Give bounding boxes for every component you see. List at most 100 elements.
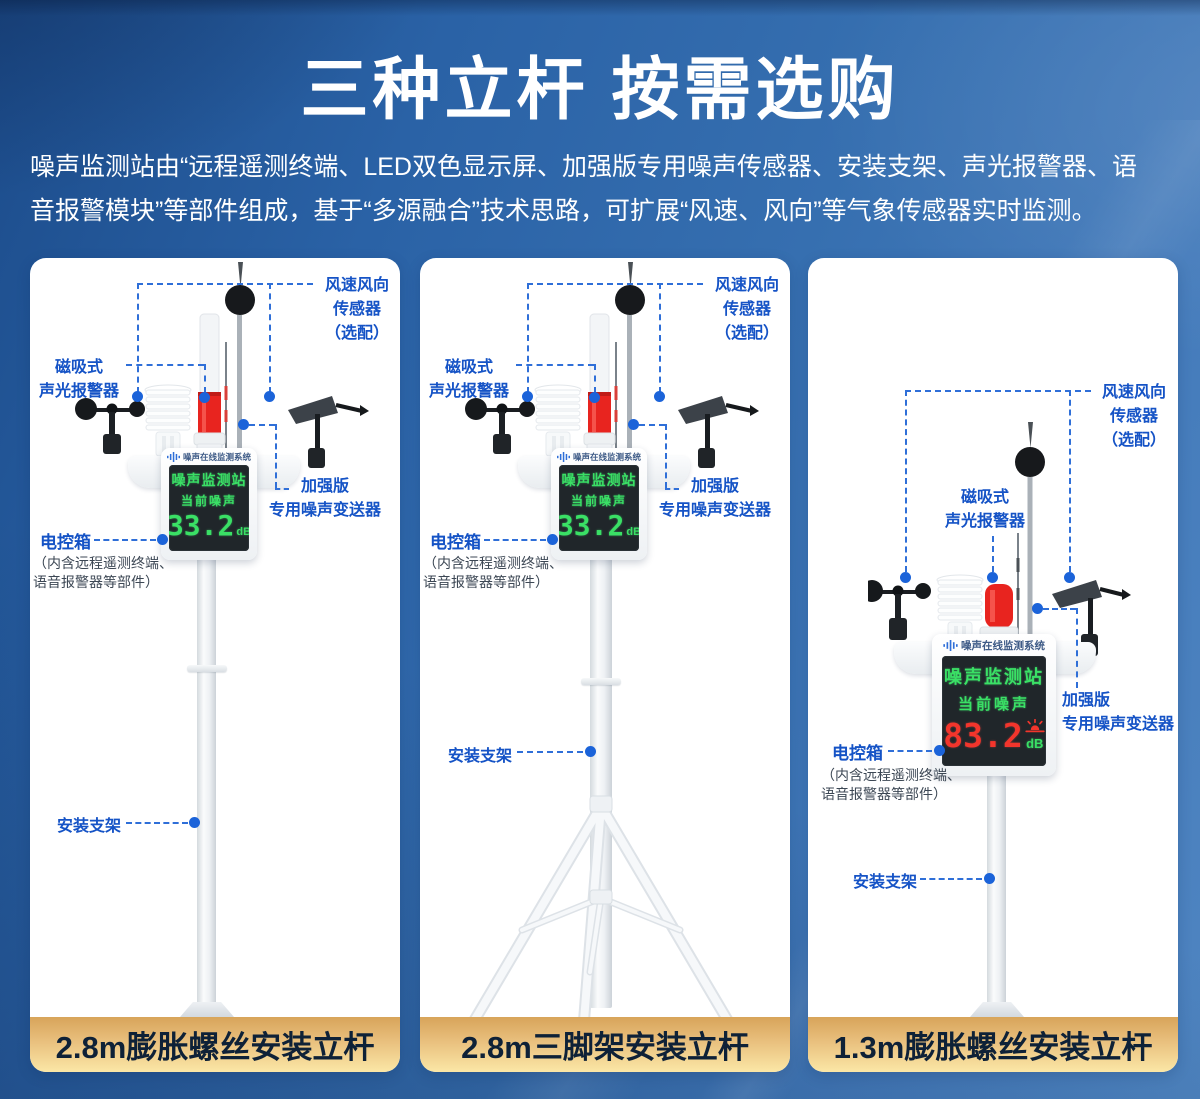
product-card-2: 噪声在线监测系统 噪声监测站 当前噪声 33.2 dB 风速风向 传感器 （选配… xyxy=(420,258,790,1072)
callout-control-box: 电控箱 xyxy=(430,533,481,552)
monitor-unit: 噪声在线监测系统 噪声监测站 当前噪声 33.2 dB xyxy=(161,448,257,560)
mic-windscreen-spike-icon xyxy=(1028,422,1033,448)
pole-base-flange xyxy=(180,1002,234,1017)
pole-joint-collar xyxy=(187,665,227,672)
screen-title: 噪声监测站 xyxy=(561,472,637,488)
brand-label: 噪声在线监测系统 xyxy=(182,451,251,462)
mounting-pole xyxy=(987,772,1006,1017)
page-description-line1: 噪声监测站由“远程遥测终端、LED双色显示屏、加强版专用噪声传感器、安装支架、声… xyxy=(30,153,1137,181)
callout-dot xyxy=(238,419,249,430)
sensor-cluster xyxy=(868,422,1131,656)
callout-transmitter: 加强版 专用噪声变送器 xyxy=(1062,692,1175,733)
callout-dot xyxy=(522,391,533,402)
mic-windscreen-spike-icon xyxy=(628,262,633,288)
callout-dot xyxy=(132,391,143,402)
callout-line xyxy=(204,364,206,393)
callout-dot xyxy=(1064,572,1075,583)
callout-line xyxy=(905,390,1091,392)
beacon-tube-icon xyxy=(589,313,610,395)
callout-line xyxy=(126,364,204,366)
callout-line xyxy=(527,283,703,285)
callout-bracket: 安装支架 xyxy=(57,818,122,835)
callout-dot xyxy=(189,817,200,828)
noise-unit: dB xyxy=(626,526,639,538)
page-description-line2: 音报警模块”等部件组成，基于“多源融合”技术思路，可扩展“风速、风向”等气象传感… xyxy=(30,197,1097,225)
callout-control-box: 电控箱 xyxy=(40,533,91,552)
callout-bracket: 安装支架 xyxy=(448,748,513,765)
screen-subtitle: 当前噪声 xyxy=(957,696,1030,713)
callout-dot xyxy=(264,391,275,402)
callout-line xyxy=(1069,390,1071,572)
callout-line xyxy=(665,488,679,490)
mic-windscreen-ball-icon xyxy=(1015,447,1045,477)
noise-value: 33.2 xyxy=(169,509,235,542)
bracket-wing-right xyxy=(254,456,300,488)
callout-alarm: 磁吸式 声光报警器 xyxy=(38,359,119,400)
noise-reading: 83.2 dB xyxy=(943,719,1045,752)
product-card-1: 噪声在线监测系统 噪声监测站 当前噪声 33.2 dB 风速风向 传感器 （选配… xyxy=(30,258,400,1072)
sound-wave-icon xyxy=(556,451,570,462)
callout-dot xyxy=(1032,603,1043,614)
callout-line xyxy=(484,539,546,541)
callout-line xyxy=(516,364,594,366)
mic-rod-icon xyxy=(237,315,242,448)
callout-line xyxy=(992,536,994,572)
beacon-tube-icon xyxy=(199,313,220,395)
callout-line xyxy=(126,822,188,824)
bracket-wing-right xyxy=(1050,642,1096,674)
noise-unit: dB xyxy=(236,526,249,538)
sensor-cluster xyxy=(465,262,759,468)
screen-title: 噪声监测站 xyxy=(171,472,247,488)
brand-label: 噪声在线监测系统 xyxy=(572,451,641,462)
callout-dot xyxy=(157,534,168,545)
led-screen: 噪声监测站 当前噪声 83.2 xyxy=(942,656,1046,766)
callout-transmitter: 加强版 专用噪声变送器 xyxy=(268,478,381,519)
callout-line xyxy=(269,283,271,393)
mounting-pole xyxy=(197,556,216,1008)
callout-dot xyxy=(628,419,639,430)
brand-row: 噪声在线监测系统 xyxy=(932,634,1056,656)
mic-windscreen-ball-icon xyxy=(615,285,645,315)
pole-joint-collar xyxy=(581,678,621,685)
wind-vane-icon xyxy=(678,396,728,424)
noise-unit: dB xyxy=(1026,736,1044,751)
screen-subtitle: 当前噪声 xyxy=(570,494,627,508)
card-banner: 2.8m三脚架安装立杆 xyxy=(420,1017,790,1072)
callout-line xyxy=(517,751,583,753)
callout-wind-sensor: 风速风向 传感器 （选配） xyxy=(1101,384,1166,449)
callout-line xyxy=(137,283,139,393)
bracket-wing-right xyxy=(644,456,690,488)
mic-rod-icon xyxy=(627,315,632,448)
wind-vane-icon xyxy=(1052,580,1102,608)
callout-line xyxy=(249,424,275,426)
callout-line xyxy=(527,283,529,393)
callout-line xyxy=(94,539,156,541)
mic-windscreen-ball-icon xyxy=(225,285,255,315)
monitor-unit: 噪声在线监测系统 噪声监测站 当前噪声 33.2 dB xyxy=(551,448,647,560)
callout-wind-sensor: 风速风向 传感器 （选配） xyxy=(324,277,389,342)
led-screen: 噪声监测站 当前噪声 33.2 dB xyxy=(169,465,249,551)
brand-row: 噪声在线监测系统 xyxy=(161,448,257,465)
callout-line xyxy=(888,750,932,752)
page-title: 三种立杆 按需选购 xyxy=(300,52,900,128)
callout-line xyxy=(639,424,665,426)
pole-base-flange xyxy=(970,1002,1024,1017)
callout-control-box: 电控箱 xyxy=(832,744,883,763)
callout-dot xyxy=(585,746,596,757)
led-screen: 噪声监测站 当前噪声 33.2 dB xyxy=(559,465,639,551)
control-box-note: （内含远程遥测终端、 语音报警器等部件） xyxy=(821,767,961,802)
callout-dot xyxy=(199,392,210,403)
callout-dot xyxy=(934,745,945,756)
callout-line xyxy=(905,390,907,572)
callout-alarm: 磁吸式 声光报警器 xyxy=(944,489,1025,530)
product-card-3: 噪声在线监测系统 噪声监测站 当前噪声 83.2 xyxy=(808,258,1178,1072)
callout-line xyxy=(920,878,982,880)
tripod xyxy=(458,795,744,1052)
control-box-note: （内含远程遥测终端、 语音报警器等部件） xyxy=(33,555,173,590)
brand-label: 噪声在线监测系统 xyxy=(961,639,1045,652)
noise-reading: 33.2 dB xyxy=(559,512,639,540)
callout-line xyxy=(1043,608,1076,610)
callout-line xyxy=(275,424,277,488)
alarm-beacon-icon xyxy=(985,584,1013,628)
